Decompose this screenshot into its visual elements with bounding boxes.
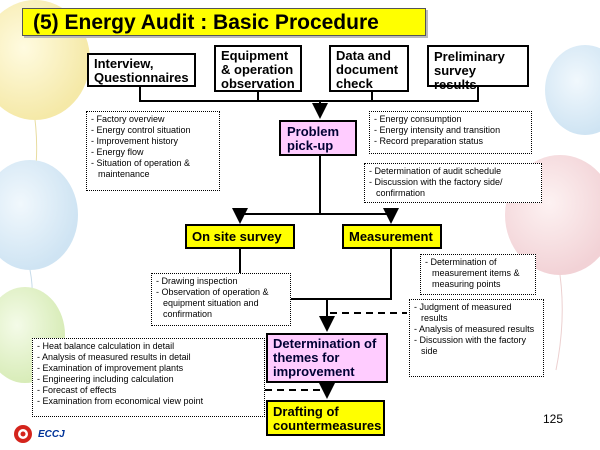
- factory-note-4: Energy flow: [91, 147, 215, 158]
- measurement-items-notes: Determination of measurement items & mea…: [420, 254, 536, 295]
- page-number: 125: [543, 412, 564, 426]
- schedule-notes: Determination of audit schedule Discussi…: [364, 163, 542, 203]
- factory-note-2: Energy control situation: [91, 125, 215, 136]
- factory-note-5: Situation of operation & maintenance: [91, 158, 215, 180]
- data-document-label: Data and document check: [336, 48, 399, 91]
- drawing-notes: Drawing inspection Observation of operat…: [151, 273, 291, 326]
- eccj-logo-icon: [14, 425, 32, 443]
- preliminary-results-label: Preliminary survey results: [434, 49, 505, 92]
- preliminary-results-box: Preliminary survey results: [427, 45, 529, 92]
- judgment-note-1: Judgment of measured results: [414, 302, 539, 324]
- judgment-notes: Judgment of measured results Analysis of…: [409, 299, 544, 377]
- judgment-note-3: Discussion with the factory side: [414, 335, 539, 357]
- energy-notes: Energy consumption Energy intensity and …: [369, 111, 532, 154]
- heat-balance-note-3: Examination of improvement plants: [37, 363, 260, 374]
- measurement-items-note-1: Determination of measurement items & mea…: [425, 257, 531, 290]
- schedule-note-2: Discussion with the factory side/ confir…: [369, 177, 537, 199]
- heat-balance-note-5: Forecast of effects: [37, 385, 260, 396]
- schedule-note-1: Determination of audit schedule: [369, 166, 537, 177]
- measurement-label: Measurement: [349, 229, 433, 244]
- heat-balance-note-6: Examination from economical view point: [37, 396, 260, 407]
- determination-box: Determination of themes for improvement: [266, 333, 388, 383]
- heat-balance-note-1: Heat balance calculation in detail: [37, 341, 260, 352]
- measurement-box: Measurement: [342, 224, 442, 249]
- heat-balance-notes: Heat balance calculation in detail Analy…: [32, 338, 265, 417]
- drawing-note-2: Observation of operation & equipment sit…: [156, 287, 286, 320]
- problem-pickup-box: Problem pick-up: [279, 120, 357, 156]
- determination-label: Determination of themes for improvement: [273, 336, 377, 379]
- energy-note-1: Energy consumption: [374, 114, 527, 125]
- heat-balance-note-2: Analysis of measured results in detail: [37, 352, 260, 363]
- problem-pickup-label: Problem pick-up: [287, 124, 340, 153]
- balloon-blue-right: [545, 45, 600, 135]
- interview-box: Interview, Questionnaires: [87, 53, 196, 87]
- balloon-blue: [0, 160, 78, 270]
- data-document-box: Data and document check: [329, 45, 409, 92]
- on-site-survey-box: On site survey: [185, 224, 295, 249]
- judgment-note-2: Analysis of measured results: [414, 324, 539, 335]
- equipment-observation-box: Equipment & operation observation: [214, 45, 302, 92]
- factory-notes: Factory overview Energy control situatio…: [86, 111, 220, 191]
- drawing-note-1: Drawing inspection: [156, 276, 286, 287]
- drafting-box: Drafting of countermeasures: [266, 400, 385, 436]
- energy-note-2: Energy intensity and transition: [374, 125, 527, 136]
- factory-note-3: Improvement history: [91, 136, 215, 147]
- drafting-label: Drafting of countermeasures: [273, 404, 382, 433]
- energy-note-3: Record preparation status: [374, 136, 527, 147]
- eccj-logo-text: ECCJ: [38, 429, 65, 440]
- equipment-observation-label: Equipment & operation observation: [221, 48, 295, 91]
- interview-label: Interview, Questionnaires: [94, 56, 189, 85]
- on-site-survey-label: On site survey: [192, 229, 282, 244]
- slide-title: (5) Energy Audit : Basic Procedure: [22, 8, 426, 36]
- heat-balance-note-4: Engineering including calculation: [37, 374, 260, 385]
- factory-note-1: Factory overview: [91, 114, 215, 125]
